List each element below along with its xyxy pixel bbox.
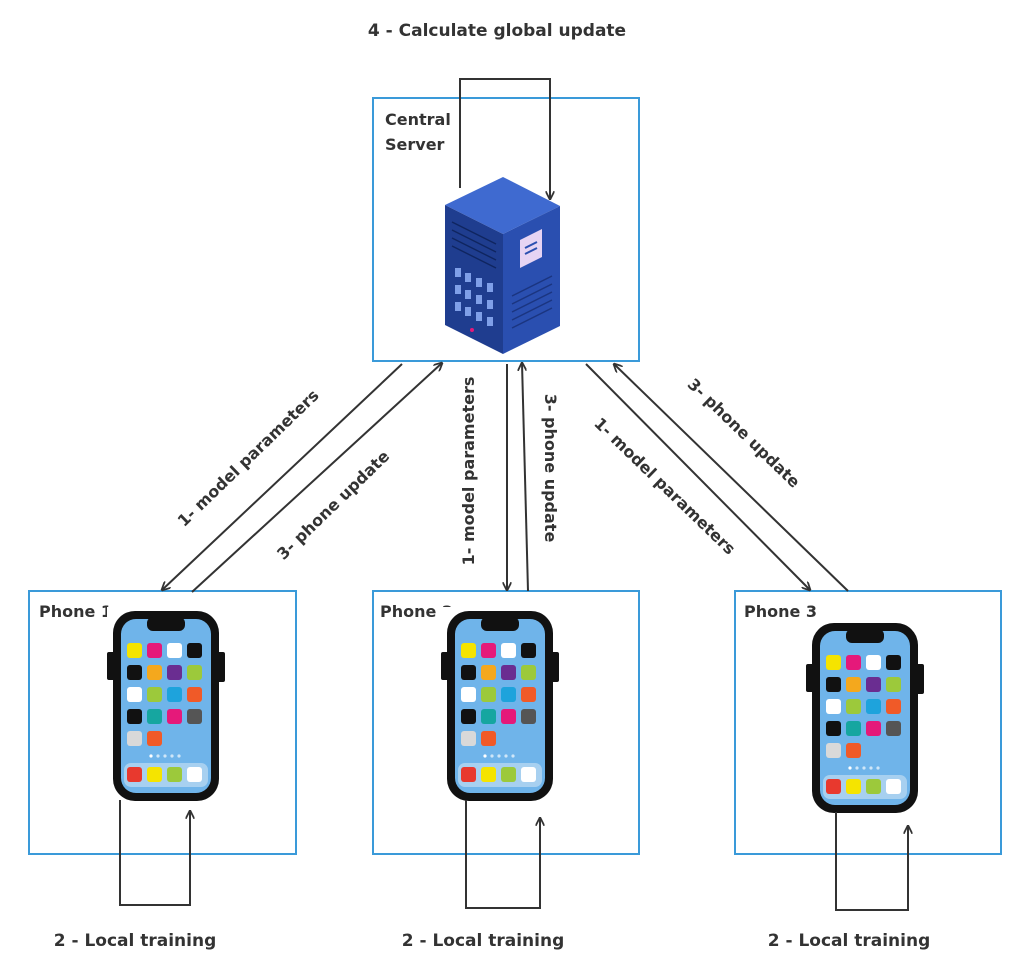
phone-3-label: Phone 3 — [744, 602, 817, 621]
phone-update-label-phone-1: 3- phone update — [273, 447, 393, 564]
model-parameters-arrow-phone-1 — [162, 363, 403, 590]
server-tower-icon — [440, 166, 566, 356]
phone-3-local-training-arrow — [835, 812, 908, 911]
phone-update-arrow-phone-1 — [191, 363, 442, 593]
phone-2-local-training-label: 2 - Local training — [402, 931, 565, 951]
smartphone-icon — [107, 607, 227, 803]
phone-1-local-training-arrow — [119, 800, 190, 906]
phone-3-local-training-label: 2 - Local training — [768, 931, 931, 951]
global-update-loop-arrow — [459, 78, 550, 199]
central-server-label-line2: Server — [385, 135, 445, 154]
phone-update-arrow-phone-3 — [614, 364, 849, 592]
model-parameters-label-phone-3: 1- model parameters — [590, 414, 739, 559]
phone-1-label: Phone 1 — [39, 602, 112, 621]
phone-update-label-phone-3: 3- phone update — [684, 375, 804, 492]
central-server-label-line1: Central — [385, 110, 451, 129]
smartphone-icon — [806, 619, 926, 815]
phone-3-box — [734, 590, 1002, 855]
model-parameters-arrow-phone-3 — [585, 363, 810, 590]
diagram-title: 4 - Calculate global update — [368, 21, 626, 41]
phone-2-local-training-arrow — [465, 800, 540, 909]
phone-update-label-phone-2: 3- phone update — [541, 394, 560, 543]
phone-1-local-training-label: 2 - Local training — [54, 931, 217, 951]
phone-2-box — [372, 590, 640, 855]
central-server-box — [372, 97, 640, 362]
smartphone-icon — [441, 607, 561, 803]
phone-2-label: Phone 2 — [380, 602, 453, 621]
phone-update-arrow-phone-2 — [522, 363, 529, 592]
model-parameters-label-phone-2: 1- model parameters — [459, 377, 478, 566]
